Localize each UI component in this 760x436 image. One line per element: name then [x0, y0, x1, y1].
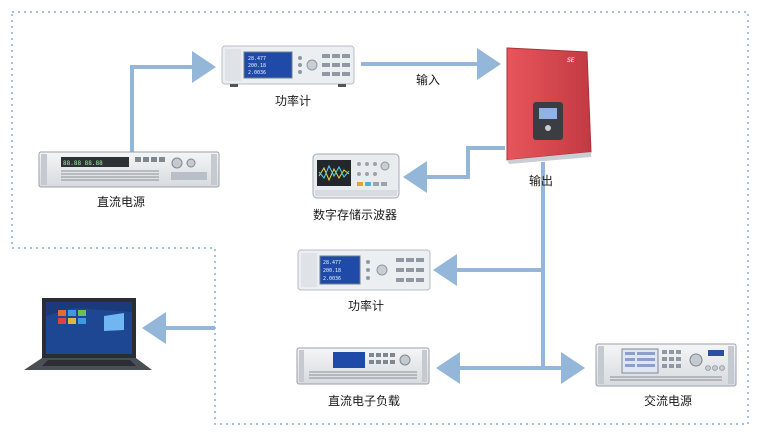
svg-text:200.18: 200.18 [248, 63, 266, 69]
label-output: 输出 [529, 174, 554, 188]
svg-text:2.0036: 2.0036 [323, 276, 341, 282]
svg-text:88.88 88.88: 88.88 88.88 [63, 160, 103, 167]
label-input: 输入 [416, 73, 441, 87]
svg-text:SE: SE [567, 57, 575, 64]
label-oscilloscope: 数字存储示波器 [313, 208, 398, 222]
label-dc-power-supply: 直流电源 [97, 195, 146, 209]
svg-text:28.477: 28.477 [323, 260, 341, 266]
label-dc-electronic-load: 直流电子负载 [328, 394, 401, 408]
arrow-dc-to-meter [130, 51, 216, 152]
power-meter-top: 28.477 200.18 2.0036 [221, 45, 355, 87]
dc-power-supply: 88.88 88.88 [38, 151, 220, 188]
svg-text:28.477: 28.477 [248, 56, 266, 62]
label-power-meter-bottom: 功率计 [348, 299, 385, 313]
dc-electronic-load [296, 347, 430, 385]
laptop [24, 298, 152, 370]
power-meter-bottom: 28.477 200.18 2.0036 [297, 249, 431, 291]
inverter: SE [506, 47, 592, 164]
label-power-meter-top: 功率计 [275, 94, 312, 108]
ac-power-source [595, 343, 737, 387]
dotted-boundary [11, 11, 749, 425]
label-ac-power-source: 交流电源 [644, 394, 693, 408]
svg-text:200.18: 200.18 [323, 268, 341, 274]
svg-text:2.0036: 2.0036 [248, 70, 266, 76]
arrow-inverter-to-scope [403, 146, 505, 193]
oscilloscope [312, 153, 400, 199]
connection-arrows [130, 48, 585, 384]
